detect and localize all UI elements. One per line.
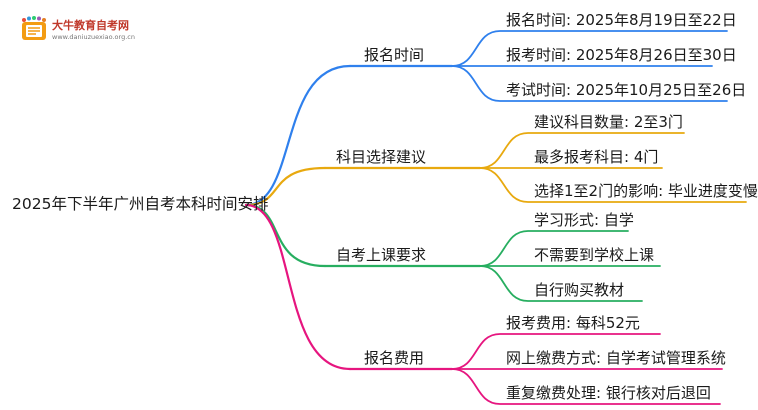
branch-registration-time: 报名时间 (364, 46, 425, 64)
branch-class-requirements: 自考上课要求 (336, 246, 427, 264)
branch-connector (244, 203, 327, 268)
leaf-online-payment: 网上缴费方式: 自学考试管理系统 (506, 349, 726, 367)
root-topic: 2025年下半年广州自考本科时间安排 (12, 195, 269, 213)
leaf-connector (451, 368, 721, 405)
leaf-connector (451, 65, 728, 102)
leaf-connector (479, 132, 685, 169)
branch-connector (244, 64, 352, 207)
brand-logo: 大牛教育自考网 www.daniuzuexiao.org.cn (18, 14, 158, 48)
branch-connector (244, 203, 352, 371)
leaf-max-subjects: 最多报考科目: 4门 (534, 148, 659, 166)
branch-connector (244, 166, 327, 207)
leaf-duplicate-payment: 重复缴费处理: 银行核对后退回 (506, 384, 711, 402)
leaf-connector (451, 30, 728, 67)
leaf-connector (479, 167, 747, 203)
leaf-connector (451, 333, 661, 370)
logo-url: www.daniuzuexiao.org.cn (52, 33, 135, 41)
leaf-buy-textbooks: 自行购买教材 (534, 281, 625, 299)
book-logo-icon (22, 16, 46, 40)
leaf-registration-dates: 报名时间: 2025年8月19日至22日 (506, 11, 737, 29)
branch-registration-fee: 报名费用 (364, 349, 425, 367)
leaf-study-form: 学习形式: 自学 (534, 211, 634, 229)
leaf-connector (479, 265, 643, 302)
leaf-application-dates: 报考时间: 2025年8月26日至30日 (506, 46, 737, 64)
leaf-fewer-subjects-impact: 选择1至2门的影响: 毕业进度变慢 (534, 182, 758, 200)
leaf-exam-dates: 考试时间: 2025年10月25日至26日 (506, 81, 747, 99)
leaf-recommended-count: 建议科目数量: 2至3门 (534, 113, 683, 131)
leaf-fee-per-subject: 报考费用: 每科52元 (506, 314, 640, 332)
leaf-connector (479, 230, 629, 267)
leaf-no-campus-class: 不需要到学校上课 (534, 246, 655, 264)
branch-subject-advice: 科目选择建议 (336, 148, 427, 166)
logo-title: 大牛教育自考网 (52, 19, 129, 32)
